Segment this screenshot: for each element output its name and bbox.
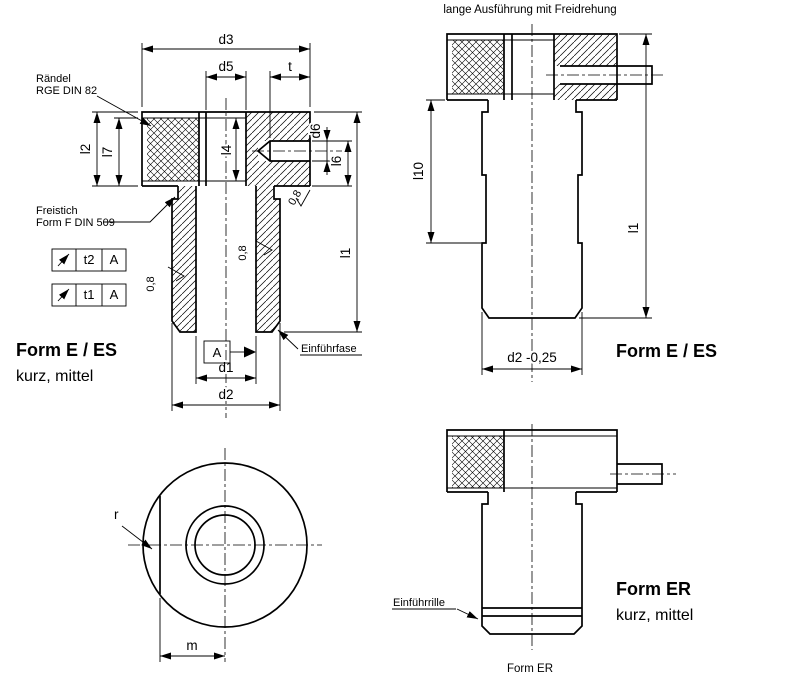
knurl-pattern [452, 40, 504, 94]
dim-label-l2: l2 [78, 144, 93, 155]
section-hatch-head [246, 112, 310, 141]
view-subtitle: kurz, mittel [16, 368, 93, 385]
view-front-circle: r m [112, 448, 322, 662]
knurl-pattern [452, 436, 504, 488]
view-form-er: Einführrille Form ER kurz, mittel Form E… [392, 424, 693, 675]
surface-mark-bore: 0,8 [237, 240, 273, 261]
shank-profile-right [255, 186, 281, 333]
dim-label-l1: l1 [626, 223, 641, 234]
dim-label-d5: d5 [218, 59, 233, 74]
dim-label-l4: l4 [219, 144, 234, 155]
dim-label-d6: d6 [308, 123, 323, 138]
section-hatch-head [554, 84, 617, 100]
dim-l2: l2 [76, 111, 138, 187]
view-title: Form ER [616, 579, 691, 599]
dim-label-m: m [186, 638, 197, 653]
note-raendel-line1: Rändel [36, 73, 71, 85]
note-raendel-line2: RGE DIN 82 [36, 85, 97, 97]
tolerance-datum-ref: A [110, 287, 119, 302]
surface-value: 0,8 [237, 245, 249, 260]
note-einfuehrfase: Einführfase [277, 329, 362, 356]
tolerance-datum-ref: A [110, 252, 119, 267]
note-einfuehrrille-text: Einführrille [393, 597, 445, 609]
tolerance-value-t2: t2 [84, 252, 95, 267]
dim-l6: l6 [312, 141, 352, 187]
leader-line [121, 525, 153, 550]
view-form-e-es-long: lange Ausführung mit Freidrehung l10 [409, 4, 717, 382]
dim-l1-long: l1 [579, 33, 652, 319]
shank-profile-left [171, 186, 197, 333]
dim-label-r: r [114, 507, 119, 522]
note-raendel: Rändel RGE DIN 82 [36, 73, 152, 127]
section-hatch-shank-left [172, 186, 196, 332]
shank-profile [481, 492, 583, 635]
dim-r: r [112, 505, 153, 550]
note-einfuehrrille: Einführrille [392, 597, 479, 620]
pin-outline [560, 65, 653, 85]
dim-d6: d6 [306, 121, 352, 175]
leader-line [96, 95, 152, 127]
dim-label-d1: d1 [218, 360, 233, 375]
knurl-pattern [147, 118, 199, 181]
dim-label-l1: l1 [338, 248, 353, 259]
dim-d5: d5 [205, 57, 247, 110]
dim-d2-toleranced: d2 -0,25 [481, 312, 583, 375]
note-freistich: Freistich Form F DIN 509 [36, 196, 176, 229]
dim-d2: d2 [171, 323, 281, 411]
head-outline [446, 429, 618, 492]
surface-roughness-icon [295, 189, 311, 207]
dim-l4: l4 [217, 118, 240, 181]
dim-label-l7: l7 [100, 147, 115, 158]
surface-mark-head: 0,8 [286, 188, 311, 208]
dim-t: t [269, 57, 310, 138]
view-subtitle: kurz, mittel [616, 607, 693, 624]
tolerance-frame-t2: t2 A [51, 248, 127, 272]
leader-line [103, 196, 176, 223]
dim-d3: d3 [141, 30, 311, 107]
view-form-e-es-short: d3 d5 t l2 l7 l4 [16, 30, 362, 418]
pin-outline [617, 463, 663, 485]
dim-label-d3: d3 [218, 32, 233, 47]
datum-triangle-icon [244, 346, 256, 358]
leader-line [277, 329, 299, 350]
section-hatch-shank-right [256, 186, 280, 332]
surface-roughness-icon [167, 266, 185, 282]
bore-circle [194, 514, 256, 576]
surface-value: 0,8 [145, 276, 157, 291]
head-outline [446, 33, 618, 100]
note-freistich-line1: Freistich [36, 205, 78, 217]
view-title: Form E / ES [16, 340, 117, 360]
view-caption-bottom: Form ER [507, 663, 553, 675]
runout-symbol-icon [57, 253, 70, 267]
leader-line [456, 608, 479, 620]
surface-mark-shank: 0,8 [145, 266, 185, 292]
note-freistich-line2: Form F DIN 509 [36, 217, 115, 229]
head-outline [141, 111, 311, 186]
surface-roughness-icon [255, 240, 273, 256]
section-hatch-head [246, 161, 310, 186]
side-hole [256, 140, 310, 162]
dim-l10: l10 [409, 99, 481, 244]
note-einfuehrfase-text: Einführfase [301, 343, 357, 355]
dim-m: m [159, 598, 225, 662]
dim-label-d2: d2 [218, 387, 233, 402]
bore-chamfer-circle [185, 505, 265, 585]
tolerance-value-t1: t1 [84, 287, 95, 302]
shank-profile [481, 100, 583, 319]
dim-label-d2-toleranced: d2 -0,25 [507, 350, 557, 365]
dim-l1: l1 [284, 111, 362, 333]
dim-label-l6: l6 [329, 156, 344, 167]
tolerance-frame-t1: t1 A [51, 283, 127, 307]
dim-l7: l7 [98, 117, 138, 186]
dim-label-t: t [288, 59, 292, 74]
datum-letter: A [213, 345, 222, 360]
runout-symbol-icon [57, 288, 70, 302]
view-title: Form E / ES [616, 341, 717, 361]
datum-symbol: A [203, 340, 256, 364]
dim-label-l10: l10 [411, 162, 426, 180]
view-caption-top: lange Ausführung mit Freidrehung [443, 4, 616, 16]
section-hatch-head [554, 34, 617, 66]
